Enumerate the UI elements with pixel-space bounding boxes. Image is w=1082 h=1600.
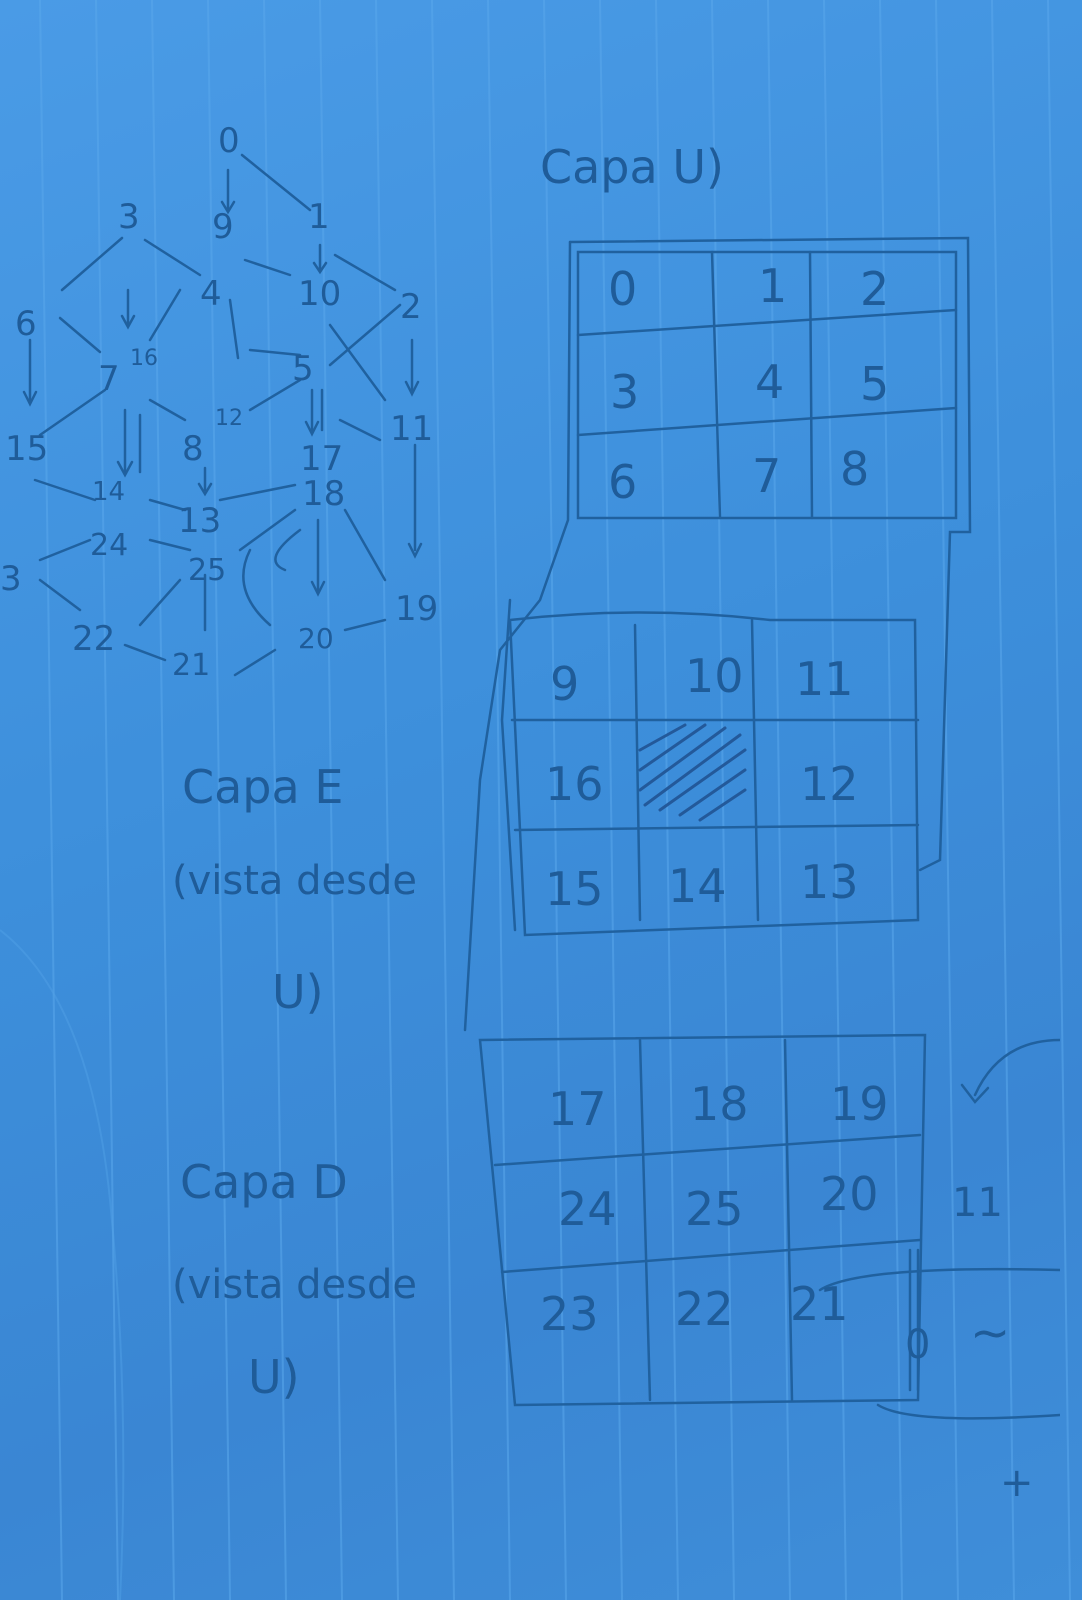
grid-top-cell: 1 (758, 259, 787, 313)
node-label: 18 (302, 474, 345, 514)
node-label: 20 (298, 622, 334, 655)
capa-u-title: Capa U) (540, 140, 724, 194)
grid-bottom-cell: 20 (820, 1167, 879, 1221)
node-label: 17 (300, 439, 343, 479)
grid-bottom-cell: 19 (830, 1077, 889, 1131)
grid-bottom-cell: 23 (540, 1287, 599, 1341)
grid-top-cell: 7 (752, 449, 781, 503)
capa-e-view-marker: U) (272, 965, 324, 1019)
node-label: 4 (200, 274, 222, 314)
tilde-mark-icon: ~ (970, 1305, 1011, 1361)
layer-grids: 0 1 2 3 4 5 6 7 8 9 10 11 16 12 15 14 13… (463, 236, 1060, 1420)
grid-middle-cell: 9 (550, 657, 579, 711)
side-mark-zero: 0 (905, 1322, 931, 1368)
node-label: 10 (298, 274, 341, 314)
grid-bottom-cell: 18 (690, 1077, 749, 1131)
node-label: 12 (215, 406, 243, 431)
node-label: 11 (390, 409, 433, 449)
grid-middle-cell: 12 (800, 757, 859, 811)
grid-bottom-cell: 17 (548, 1082, 607, 1136)
node-label: 16 (130, 346, 158, 371)
node-label: 0 (218, 121, 240, 161)
grid-middle-cell: 14 (668, 859, 727, 913)
node-label: 19 (395, 589, 438, 629)
node-label: 3 (118, 197, 140, 237)
side-mark-eleven: 11 (952, 1180, 1003, 1226)
node-label: 1 (308, 197, 330, 237)
grid-bottom-cell: 25 (685, 1182, 744, 1236)
capa-d-view-marker: U) (248, 1350, 300, 1404)
grid-middle-cell: 10 (685, 649, 744, 703)
grid-top-cell: 3 (610, 365, 639, 419)
node-label: 22 (72, 619, 115, 659)
grid-top-cell: 4 (755, 355, 784, 409)
node-label: 8 (182, 429, 204, 469)
grid-top-cell: 0 (608, 262, 637, 316)
grid-top-cell: 5 (860, 357, 889, 411)
node-network-diagram: 0 9 1 3 4 10 2 6 16 5 7 12 8 17 15 11 14… (0, 121, 438, 683)
grid-middle-cell: 16 (545, 757, 604, 811)
grid-top-cell: 6 (608, 455, 637, 509)
grid-top-cell: 8 (840, 442, 869, 496)
node-label: 24 (90, 528, 128, 563)
node-label: 5 (292, 349, 314, 389)
grid-bottom-cell: 24 (558, 1182, 617, 1236)
grid-middle-cell: 13 (800, 855, 859, 909)
node-label: 14 (92, 477, 125, 507)
node-label: 2 (400, 287, 422, 327)
node-label: 15 (5, 429, 48, 469)
node-label: 13 (178, 501, 221, 541)
capa-e-title: Capa E (182, 760, 344, 814)
node-label: 3 (0, 559, 22, 599)
capa-d-title: Capa D (180, 1155, 348, 1209)
grid-middle-cell: 11 (795, 652, 854, 706)
grid-bottom-cell: 22 (675, 1282, 734, 1336)
grid-top-cell: 2 (860, 262, 889, 316)
side-mark-plus: + (1000, 1460, 1034, 1506)
capa-d-subtitle: (vista desde (172, 1262, 417, 1308)
node-label: 21 (172, 648, 210, 683)
node-label: 6 (15, 304, 37, 344)
node-label: 7 (98, 359, 120, 399)
node-label: 9 (212, 207, 234, 247)
node-label: 25 (188, 553, 226, 588)
capa-e-subtitle: (vista desde (172, 858, 417, 904)
grid-bottom-cell: 21 (790, 1277, 849, 1331)
grid-middle-cell: 15 (545, 862, 604, 916)
